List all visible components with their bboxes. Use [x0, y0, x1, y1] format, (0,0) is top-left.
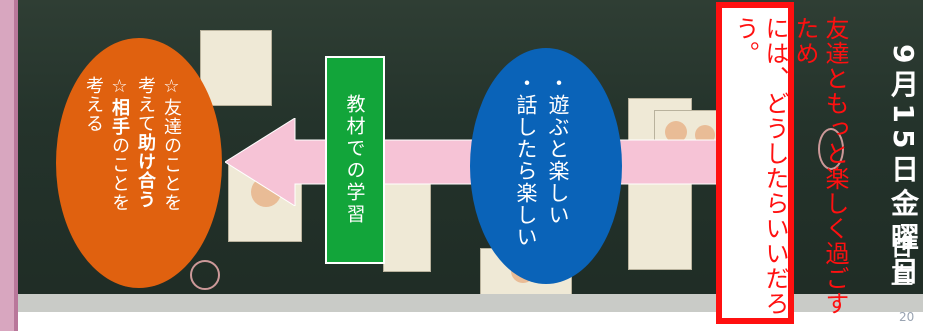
fun-reason-play: ・遊ぶと楽しい — [546, 72, 570, 226]
chalk-circle — [190, 260, 220, 290]
conclusion-help-each-other: 助け合う — [135, 133, 156, 209]
conclusion-line2-a: 考えて — [135, 76, 156, 133]
goal-question-text: 友達ともっと楽しく過ごすため には、どうしたらいいだろう。 — [730, 16, 850, 318]
chalk-ledge — [18, 294, 923, 312]
slide-left-accent — [0, 0, 14, 331]
paper-card — [200, 30, 272, 106]
board-date: 9月15日金曜日 — [887, 44, 920, 291]
slide-left-accent-dark — [14, 0, 18, 331]
goal-line2: には、どうしたらいいだろう。 — [731, 16, 789, 316]
fun-reasons-text: ・遊ぶと楽しい ・話したら楽しい — [510, 72, 574, 248]
page-number: 20 — [899, 310, 915, 324]
goal-question-box: 友達ともっと楽しく過ごすため には、どうしたらいいだろう。 — [716, 2, 849, 324]
goal-line1: 友達ともっと楽しく過ごすため — [791, 16, 849, 316]
conclusion-partner: 相手 — [109, 98, 130, 136]
chalk-circle — [818, 128, 844, 170]
fun-reasons-oval: ・遊ぶと楽しい ・話したら楽しい — [470, 48, 622, 284]
conclusion-oval: ☆友達のことを 考えて助け合う ☆相手のことを 考える — [56, 38, 222, 288]
lesson-material-box: 教材での学習 — [325, 56, 385, 264]
conclusion-line3-rest: のことを — [109, 136, 130, 212]
lesson-material-label: 教材での学習 — [343, 94, 366, 226]
fun-reason-talk: ・話したら楽しい — [514, 72, 538, 248]
conclusion-text: ☆友達のことを 考えて助け合う ☆相手のことを 考える — [80, 76, 184, 212]
conclusion-line4: 考える — [83, 76, 104, 133]
conclusion-line1: ☆友達のことを — [161, 76, 182, 212]
conclusion-line3-star: ☆ — [109, 76, 130, 98]
board-duty-label: 日直 — [887, 236, 912, 292]
